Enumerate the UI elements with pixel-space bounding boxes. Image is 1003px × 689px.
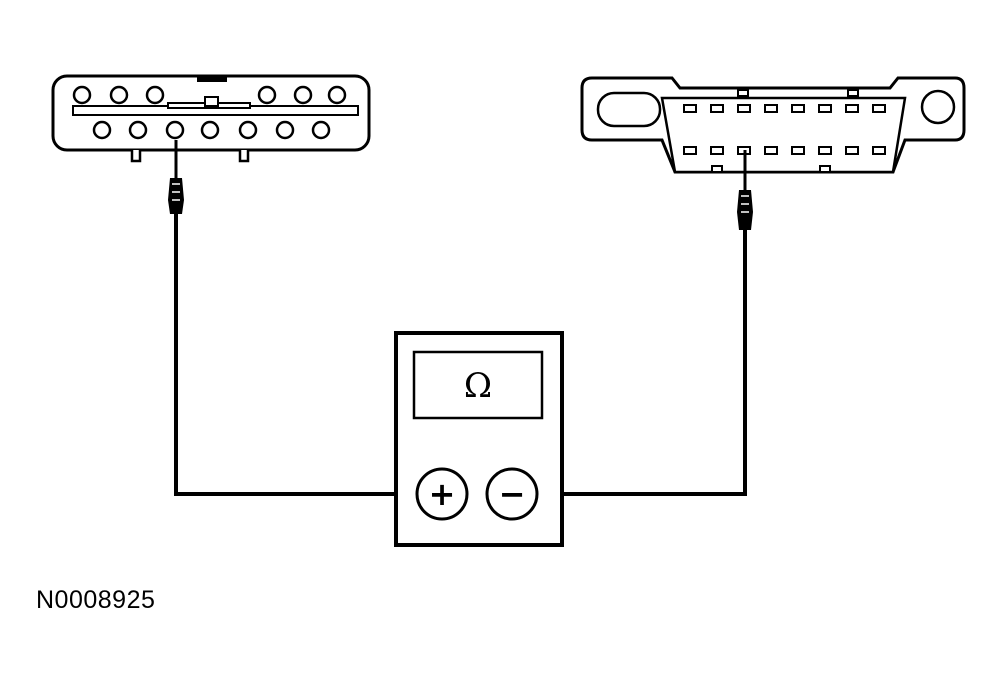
meter-display [412, 350, 544, 420]
figure-reference-id: N0008925 [36, 586, 156, 614]
right-connector-icon [580, 76, 966, 174]
left-connector-icon [51, 74, 371, 163]
bottom-pin-row [92, 120, 331, 140]
meter-display-symbol: Ω [464, 366, 492, 406]
positive-lead-wire [174, 214, 416, 496]
ohmmeter-icon: Ω + − [394, 331, 564, 547]
test-leads [174, 214, 747, 496]
negative-lead-wire [538, 230, 747, 496]
positive-terminal[interactable] [415, 467, 469, 521]
left-probe-icon [168, 140, 184, 214]
negative-terminal[interactable] [485, 467, 539, 521]
top-pin-row [72, 85, 347, 105]
right-probe-icon [737, 150, 753, 230]
positive-terminal-label: + [429, 475, 456, 513]
negative-terminal-label: − [499, 475, 526, 513]
obd-top-pin-row [683, 104, 886, 113]
